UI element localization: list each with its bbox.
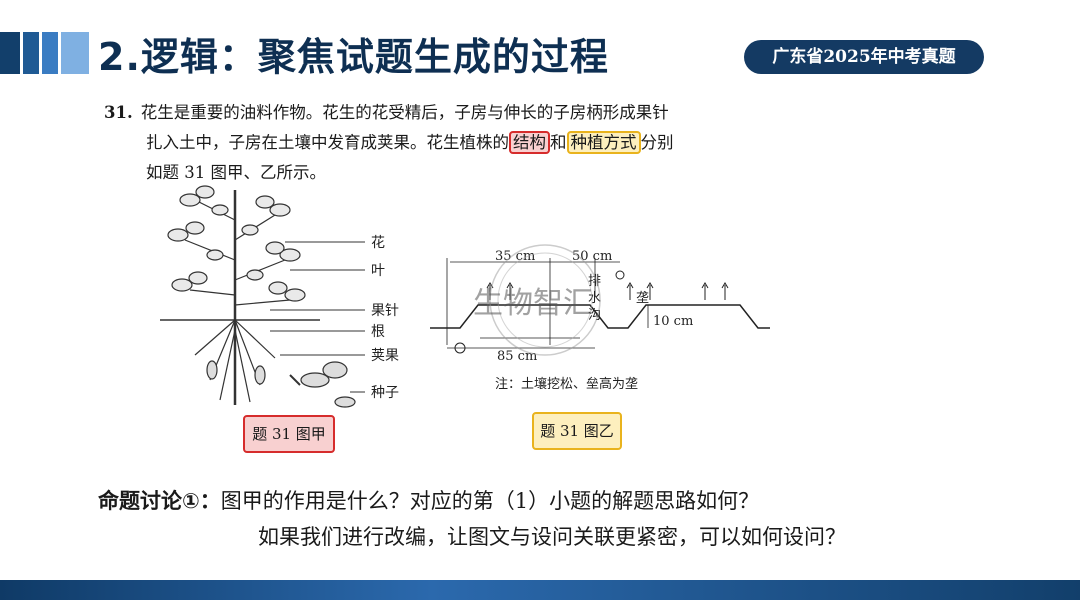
label-root: 根 [371, 324, 385, 340]
footer-bar [0, 580, 1080, 600]
peanut-plant-illustration [160, 185, 356, 408]
figures: 花 叶 果针 根 荚果 种子 35 cm 50 cm 10 cm 85 cm 排… [160, 185, 770, 408]
source-badge: 广东省2025年中考真题 [744, 40, 984, 74]
dim-85cm: 85 cm [497, 349, 537, 364]
figure-b-note: 注：土壤挖松、垒高为垄 [495, 376, 638, 392]
question-number: 31. [104, 103, 133, 122]
label-flower: 花 [371, 235, 385, 251]
label-peg: 果针 [371, 303, 399, 319]
dim-10cm: 10 cm [653, 314, 693, 329]
header-decoration [0, 32, 92, 74]
slide-title: 2.逻辑：聚焦试题生成的过程 [98, 35, 609, 79]
discussion-line-2: 如果我们进行改编，让图文与设问关联更紧密，可以如何设问？ [258, 525, 846, 549]
label-seed: 种子 [371, 385, 399, 401]
discussion-block: 命题讨论①：图甲的作用是什么？对应的第（1）小题的解题思路如何？ 如果我们进行改… [98, 483, 846, 555]
question-line-1: 31.花生是重要的油料作物。花生的花受精后，子房与伸长的子房柄形成果针 [104, 103, 669, 122]
svg-text:生物智汇: 生物智汇 [473, 286, 593, 321]
label-gou: 沟 [588, 308, 601, 323]
question-line-2: 扎入土中，子房在土壤中发育成荚果。花生植株的结构和种植方式分别 [146, 131, 674, 154]
watermark: 生物智汇 [473, 244, 601, 356]
discussion-label: 命题讨论①： [98, 489, 221, 513]
ridge-cross-section [430, 258, 770, 354]
label-long: 垄 [636, 291, 649, 306]
label-pod: 荚果 [371, 347, 399, 364]
figure-a-caption: 题 31 图甲 [243, 415, 335, 453]
question-line-3: 如题 31 图甲、乙所示。 [146, 163, 326, 182]
dim-35cm: 35 cm [495, 249, 535, 264]
highlight-structure: 结构 [509, 131, 550, 154]
label-leaf: 叶 [371, 263, 385, 279]
highlight-planting-method: 种植方式 [566, 131, 641, 154]
discussion-line-1: 图甲的作用是什么？对应的第（1）小题的解题思路如何？ [220, 489, 760, 513]
question-text: 31.花生是重要的油料作物。花生的花受精后，子房与伸长的子房柄形成果针 扎入土中… [104, 98, 824, 188]
figure-b-caption: 题 31 图乙 [532, 412, 622, 450]
